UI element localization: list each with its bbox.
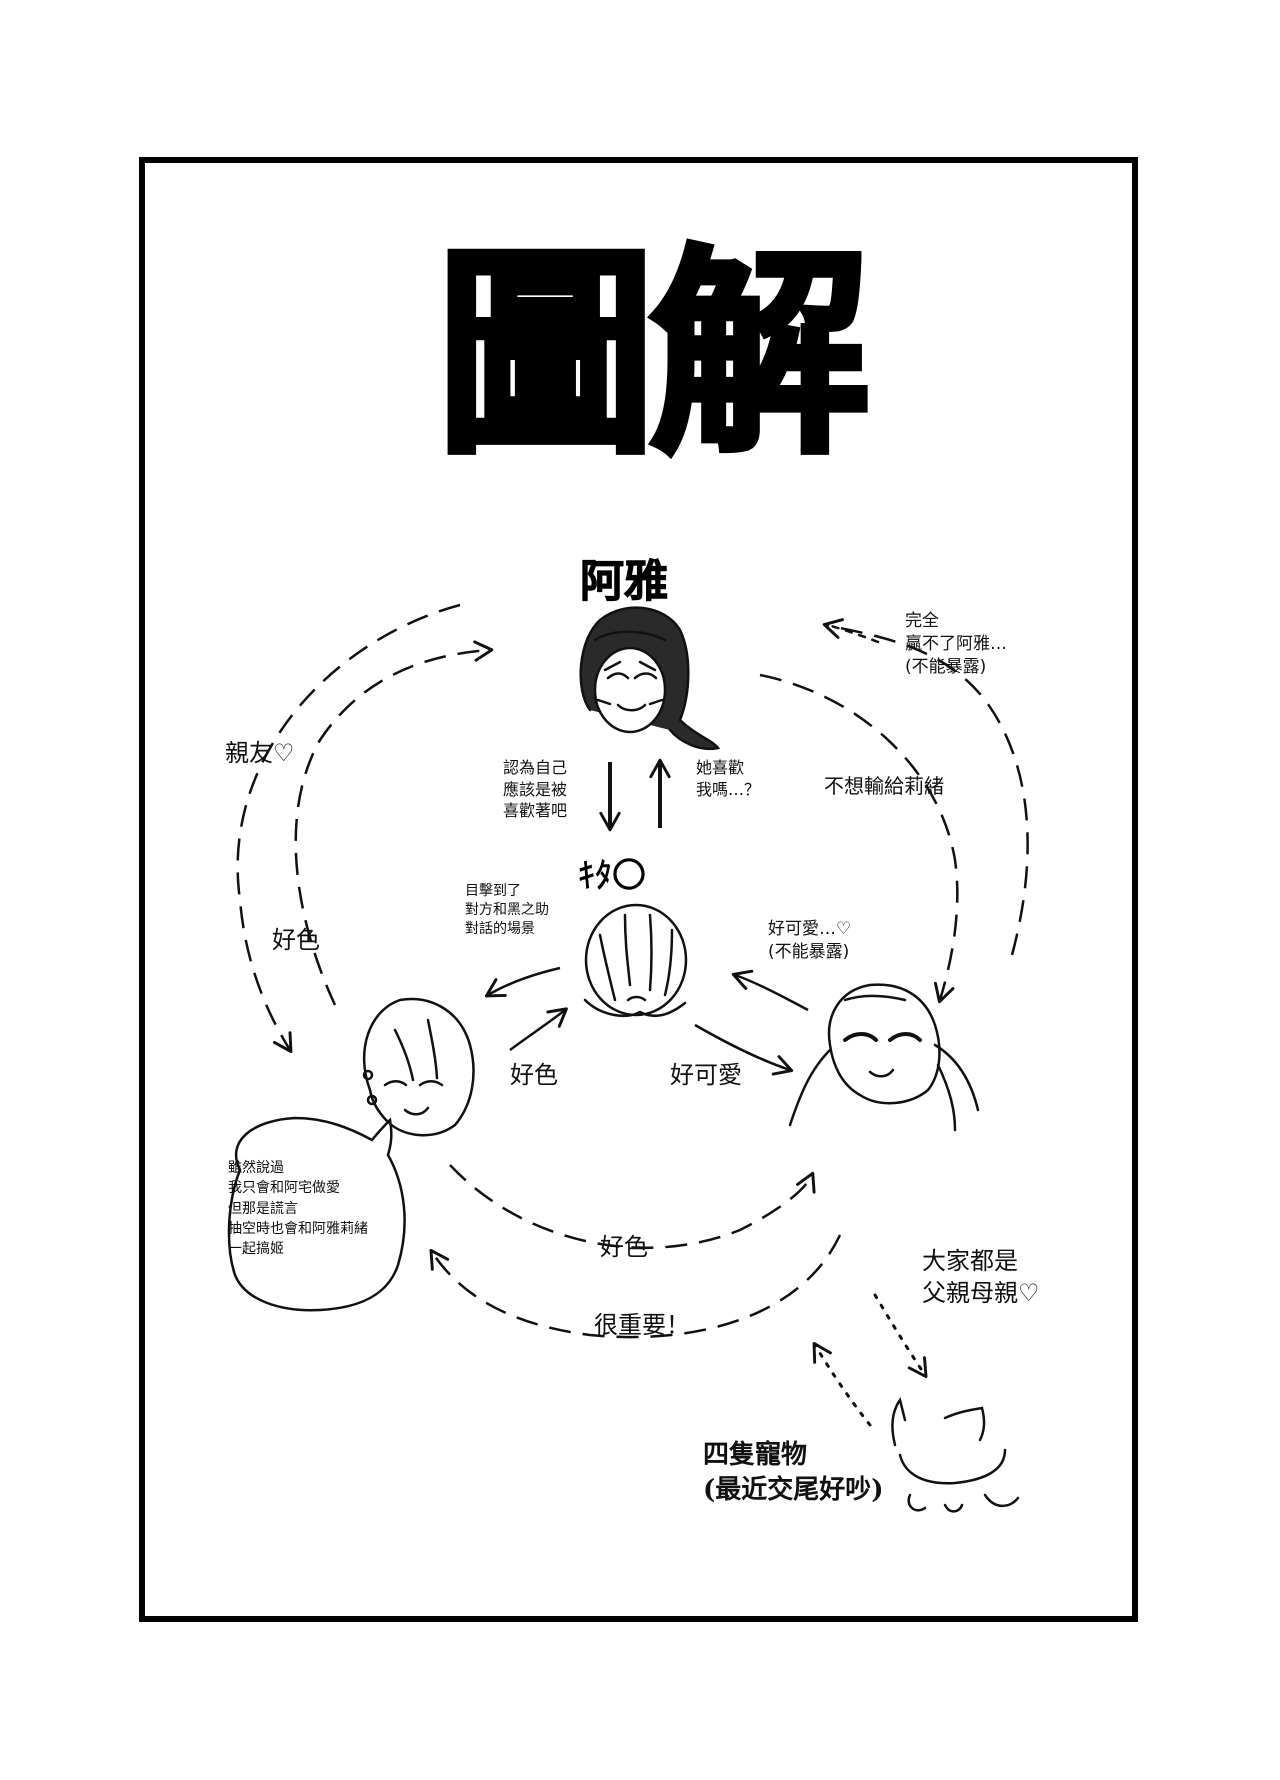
arrow-outer-left-arc (236, 603, 461, 1054)
arrow-left-to-center (509, 1007, 568, 1052)
center-character-drawing (583, 903, 688, 1018)
name-center-character: ｷﾀ〇 (578, 856, 647, 897)
speech-bubble-outline (227, 1116, 406, 1312)
label-left-lecherous: 好色 (272, 926, 320, 954)
label-very-important: 很重要！ (594, 1311, 690, 1339)
page-title: 圖解 (433, 227, 873, 483)
label-best-friend: 親友♡ (225, 739, 295, 767)
label-speech-bubble: 雖然說過 我只會和阿宅做愛 但那是謊言 抽空時也會和阿雅莉緒 一起搞姬 (228, 1160, 368, 1258)
label-cant-beat: 完全 贏不了阿雅… (不能暴露) (905, 611, 1007, 677)
label-so-cute: 好可愛 (670, 1061, 742, 1089)
page-frame (139, 157, 1138, 1622)
name-top-character: 阿雅 (580, 556, 669, 608)
arrow-right-to-center (731, 969, 809, 1012)
top-character-drawing (579, 606, 721, 751)
arrow-inner-left-arc (294, 640, 494, 1006)
label-so-cute-secret: 好可愛…♡ (不能暴露) (768, 919, 852, 962)
left-character-drawing (362, 997, 475, 1137)
arrow-bottom-left-to-right (449, 1164, 816, 1249)
arrow-center-to-right (694, 1023, 794, 1076)
arrow-bottom-right-to-left (429, 1234, 842, 1339)
label-bottom-lecherous: 好色 (600, 1233, 648, 1261)
label-parents: 大家都是 父親母親♡ (922, 1247, 1040, 1308)
right-character-drawing (788, 983, 980, 1132)
label-witnessed: 目擊到了 對方和黑之助 對話的場景 (465, 883, 549, 937)
arrow-right-to-top (822, 618, 1029, 956)
arrow-to-cant-beat (826, 623, 880, 644)
arrow-top-to-right (759, 673, 959, 1004)
cat-drawing (891, 1397, 1020, 1513)
arrow-parents-to-pets (873, 1293, 928, 1378)
label-center-lecherous: 好色 (510, 1061, 558, 1089)
arrow-center-to-left (484, 966, 561, 998)
label-thinks-liked: 認為自己 應該是被 喜歡著吧 (503, 758, 568, 821)
label-pets: 四隻寵物 (最近交尾好吵) (703, 1440, 884, 1506)
arrow-pets-to-parents (812, 1341, 872, 1427)
label-dont-lose: 不想輸給莉緒 (824, 774, 944, 798)
label-does-she-like: 她喜歡 我嗎…？ (696, 758, 761, 799)
